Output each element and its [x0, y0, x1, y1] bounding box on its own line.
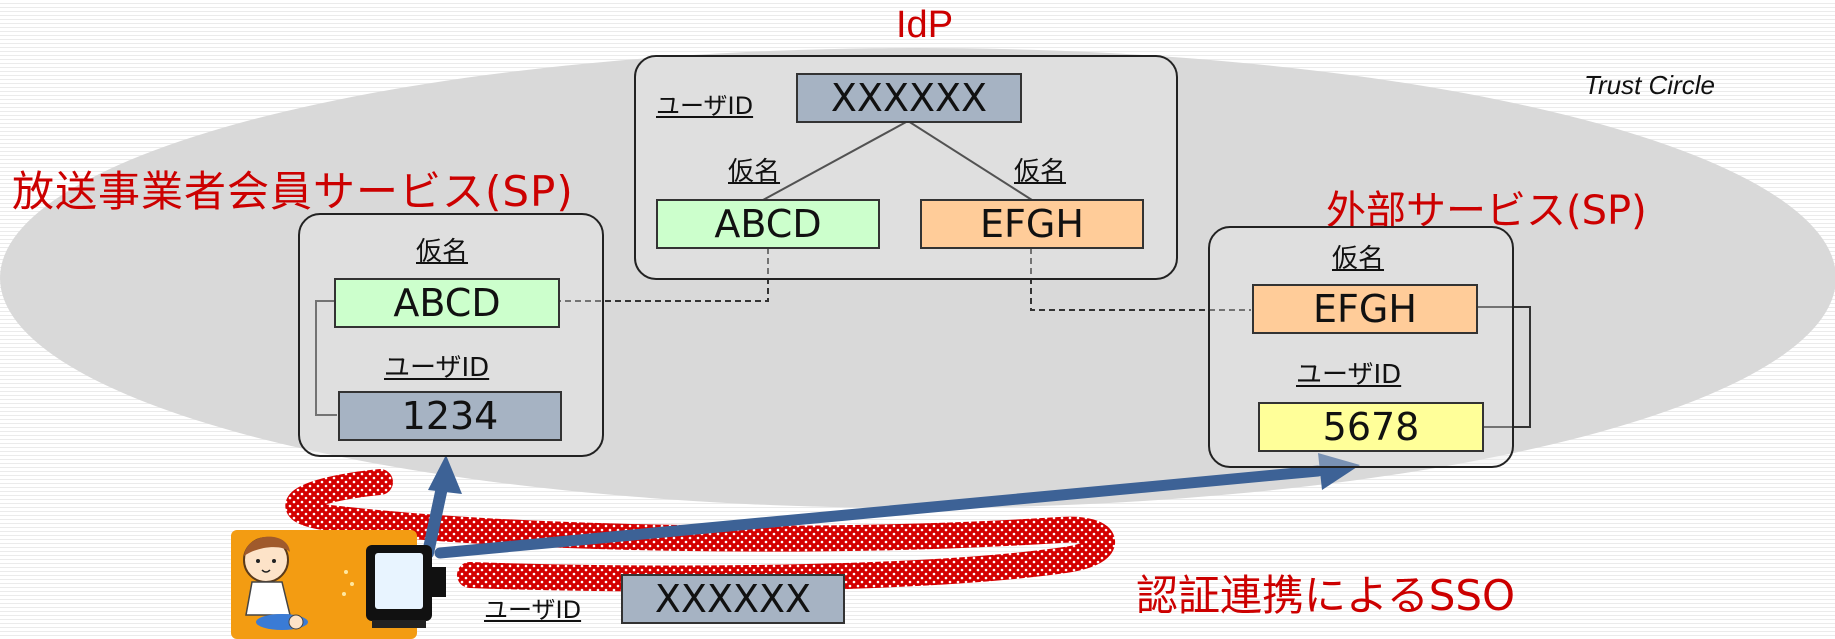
idp-tree-line-left	[762, 120, 909, 201]
idp-panel: ユーザID XXXXXX 仮名 仮名 ABCD EFGH	[634, 55, 1178, 280]
sp-right-user-id-label: ユーザID	[1296, 360, 1402, 390]
trust-circle-label: Trust Circle	[1584, 70, 1715, 100]
arrow-head-sp-left	[428, 455, 462, 494]
idp-label: IdP	[896, 4, 954, 46]
sp-right-panel: 仮名 EFGH ユーザID 5678	[1208, 226, 1514, 468]
mapping-line-efgh	[1030, 248, 1251, 311]
user-illustration	[231, 530, 446, 639]
sso-label: 認証連携によるSSO	[1136, 571, 1516, 620]
arrow-to-sp-right	[434, 465, 1324, 559]
sp-left-link-bracket	[315, 300, 337, 416]
sp-left-alias-value: ABCD	[334, 278, 560, 328]
idp-alias-value-right: EFGH	[920, 199, 1144, 249]
arrow-head-sp-right	[1318, 453, 1360, 490]
idp-user-id-value: XXXXXX	[796, 73, 1022, 123]
sp-left-panel: 仮名 ABCD ユーザID 1234	[298, 213, 604, 457]
idp-alias-label-right: 仮名	[1014, 157, 1067, 187]
sp-left-alias-label: 仮名	[416, 237, 469, 267]
mapping-line-abcd	[560, 248, 769, 302]
sp-left-title: 放送事業者会員サービス(SP)	[12, 167, 574, 216]
sp-left-user-id-label: ユーザID	[384, 353, 490, 383]
sp-right-link-bracket	[1476, 306, 1531, 428]
sp-right-user-id-value: 5678	[1258, 402, 1484, 452]
idp-user-id-label: ユーザID	[656, 92, 754, 120]
idp-tree-line-right	[907, 120, 1033, 201]
sp-right-alias-value: EFGH	[1252, 284, 1478, 334]
idp-alias-label-left: 仮名	[728, 157, 781, 187]
idp-alias-value-left: ABCD	[656, 199, 880, 249]
sp-right-alias-label: 仮名	[1332, 244, 1385, 274]
sp-left-user-id-value: 1234	[338, 391, 562, 441]
user-id-label: ユーザID	[484, 596, 582, 624]
user-id-value: XXXXXX	[621, 574, 845, 624]
